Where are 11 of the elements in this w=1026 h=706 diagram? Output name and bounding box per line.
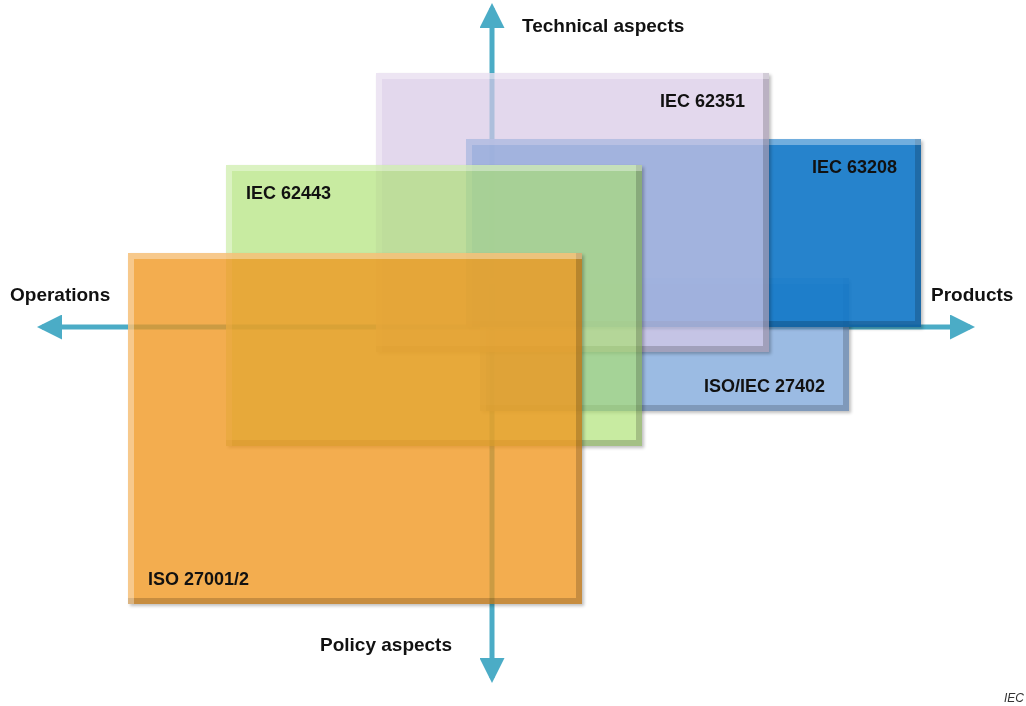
standard-label: ISO/IEC 27402 <box>703 376 825 397</box>
standard-label: IEC 62351 <box>659 91 745 112</box>
axis-label: Products <box>931 284 1014 306</box>
standard-label: IEC 63208 <box>811 157 897 178</box>
axis-label: Technical aspects <box>522 15 685 37</box>
standard-label: ISO 27001/2 <box>148 569 250 590</box>
source-note: IEC <box>1004 691 1024 705</box>
standard-panel <box>128 253 582 604</box>
standard-label: IEC 62443 <box>246 183 332 204</box>
axis-label: Operations <box>10 284 111 306</box>
axis-label: Policy aspects <box>320 634 453 656</box>
